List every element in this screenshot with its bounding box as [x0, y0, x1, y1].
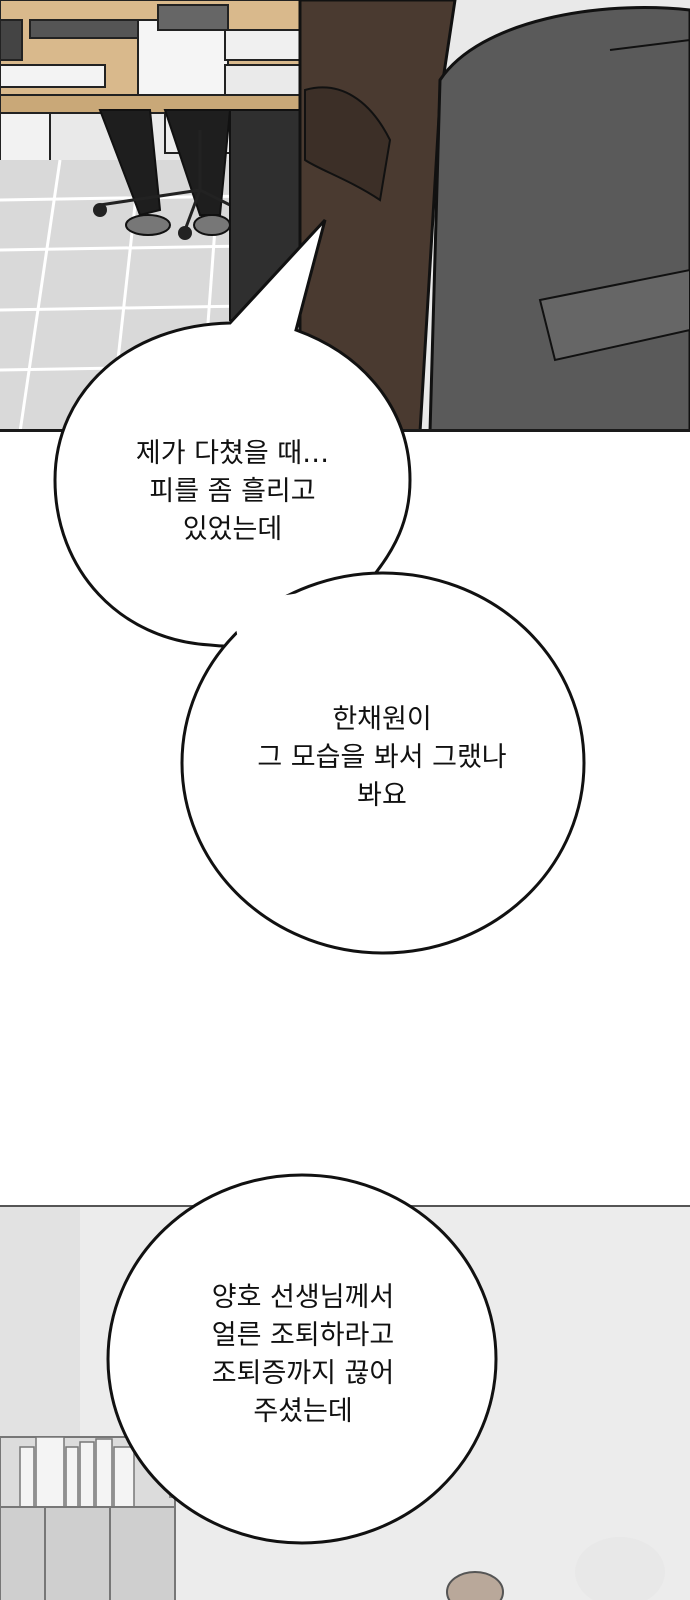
- top-panel-office-scene: [0, 0, 690, 432]
- bubble-line: 피를 좀 흘리고: [149, 476, 316, 507]
- bubble-line: 있었는데: [182, 514, 283, 545]
- bubble-1-text: 제가 다쳤을 때… 피를 좀 흘리고 있었는데: [55, 435, 410, 549]
- bubble-3-text: 양호 선생님께서 얼른 조퇴하라고 조퇴증까지 끊어 주셨는데: [108, 1279, 498, 1431]
- printer: [137, 19, 229, 96]
- bubble-line: 조퇴증까지 끊어: [211, 1358, 395, 1389]
- bubble-line: 제가 다쳤을 때…: [135, 438, 330, 469]
- bubble-line: 한채원이: [332, 704, 432, 735]
- bubble-2-text: 한채원이 그 모습을 봐서 그랬나 봐요: [182, 701, 582, 815]
- bubble-line: 양호 선생님께서: [211, 1282, 395, 1313]
- office-scene-art: [0, 0, 690, 429]
- bubble-line: 주셨는데: [253, 1396, 353, 1427]
- bubble-line: 그 모습을 봐서 그랬나: [257, 742, 507, 773]
- bubble-line: 봐요: [357, 780, 407, 811]
- backpack: [428, 6, 690, 429]
- bubble-line: 얼른 조퇴하라고: [211, 1320, 395, 1351]
- keyboard: [29, 19, 141, 39]
